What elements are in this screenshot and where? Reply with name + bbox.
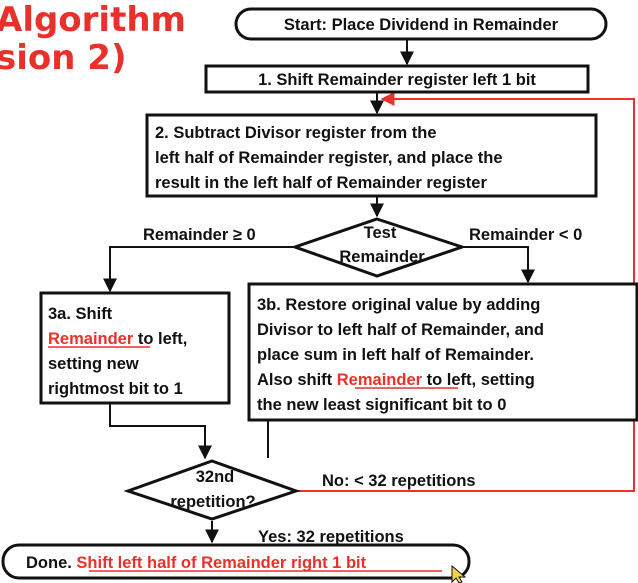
done-node: Done. Shift left half of Remainder right…: [1, 543, 471, 580]
done-prefix: Done.: [26, 554, 76, 572]
step3b-text-line4: Also shift Remainder to left, setting: [257, 371, 535, 389]
start-text: Start: Place Dividend in Remainder: [284, 16, 559, 34]
repetition-text-line1: 32nd: [196, 468, 235, 486]
step1-node: 1. Shift Remainder register left 1 bit: [204, 64, 590, 94]
step2-text-line1: 2. Subtract Divisor register from the: [155, 124, 437, 142]
step3b-remainder-highlight: Remainder: [337, 371, 423, 389]
step3b-text-line4-post: to left, setting: [422, 371, 535, 389]
label-remainder-lt-zero: Remainder < 0: [469, 226, 582, 244]
step3b-text-line4-pre: Also shift: [257, 371, 337, 389]
done-text: Done. Shift left half of Remainder right…: [26, 554, 367, 572]
step3a-text-line2-rest: to left,: [133, 330, 187, 348]
step3b-node: 3b. Restore original value by adding Div…: [247, 282, 638, 422]
repetition-decision: 32nd repetition?: [123, 459, 301, 521]
done-highlight: Shift left half of Remainder right 1 bit: [76, 554, 366, 572]
step3a-node: 3a. Shift Remainder to left, setting new…: [39, 291, 231, 405]
arrow-test-to-3b: [462, 246, 535, 284]
test-remainder-decision: Test Remainder: [290, 217, 467, 278]
step3b-text-line3: place sum in left half of Remainder.: [257, 346, 534, 364]
arrow-3a-to-repetition: [109, 403, 212, 460]
step2-text-line3: result in the left half of Remainder reg…: [155, 174, 487, 192]
step3a-text-line3: setting new: [48, 355, 139, 373]
test-text-line2: Remainder: [339, 248, 425, 266]
step3a-text-line1: 3a. Shift: [48, 305, 113, 323]
step1-text: 1. Shift Remainder register left 1 bit: [258, 71, 536, 89]
step3b-text-line1: 3b. Restore original value by adding: [257, 296, 540, 314]
step2-text-line2: left half of Remainder register, and pla…: [155, 149, 503, 167]
title-fragment-line1: Algorithm: [0, 0, 186, 40]
label-remainder-ge-zero: Remainder ≥ 0: [143, 226, 256, 244]
start-node: Start: Place Dividend in Remainder: [234, 7, 608, 41]
step3b-text-line5: the new least significant bit to 0: [257, 396, 506, 414]
step3b-text-line2: Divisor to left half of Remainder, and: [257, 321, 544, 339]
test-text-line1: Test: [364, 224, 397, 242]
repetition-text-line2: repetition?: [170, 493, 255, 511]
label-no-branch: No: < 32 repetitions: [322, 472, 476, 490]
step3a-text-line2: Remainder to left,: [48, 330, 187, 348]
arrow-test-to-3a: [103, 246, 295, 293]
title-fragment-line2: sion 2): [0, 38, 127, 78]
step3a-remainder-highlight: Remainder: [48, 330, 134, 348]
step2-node: 2. Subtract Divisor register from the le…: [145, 113, 598, 198]
label-yes-branch: Yes: 32 repetitions: [258, 528, 404, 546]
step3a-text-line4: rightmost bit to 1: [48, 380, 183, 398]
